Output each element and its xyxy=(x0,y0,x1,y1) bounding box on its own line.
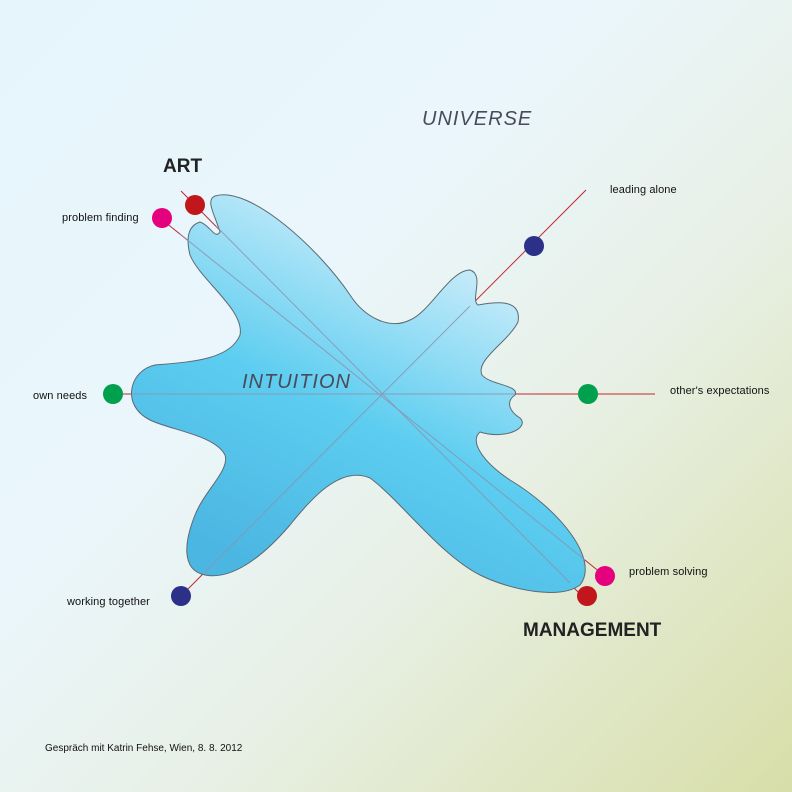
dot-problem-finding xyxy=(152,208,172,228)
leading-alone-label: leading alone xyxy=(610,184,677,196)
dot-leading-alone xyxy=(524,236,544,256)
dot-working-together xyxy=(171,586,191,606)
axis-lines-inner xyxy=(133,225,586,584)
art-heading: ART xyxy=(163,156,203,177)
inner-axis-finding-solving xyxy=(179,233,586,561)
problem-solving-label: problem solving xyxy=(629,566,708,578)
universe-label: UNIVERSE xyxy=(422,108,533,130)
dot-management xyxy=(577,586,597,606)
management-heading: MANAGEMENT xyxy=(523,620,662,641)
problem-finding-label: problem finding xyxy=(62,212,139,224)
endpoint-dots xyxy=(103,195,615,606)
dot-problem-solving xyxy=(595,566,615,586)
dot-others-expectations xyxy=(578,384,598,404)
working-together-label: working together xyxy=(67,596,150,608)
inner-axis-leading-working xyxy=(204,305,471,573)
inner-axis-art-management xyxy=(215,225,571,584)
intuition-label: INTUITION xyxy=(242,371,351,393)
own-needs-label: own needs xyxy=(33,390,88,402)
credit-text: Gespräch mit Katrin Fehse, Wien, 8. 8. 2… xyxy=(45,743,243,754)
others-expectations-label: other's expectations xyxy=(670,385,770,397)
dot-art xyxy=(185,195,205,215)
dot-own-needs xyxy=(103,384,123,404)
